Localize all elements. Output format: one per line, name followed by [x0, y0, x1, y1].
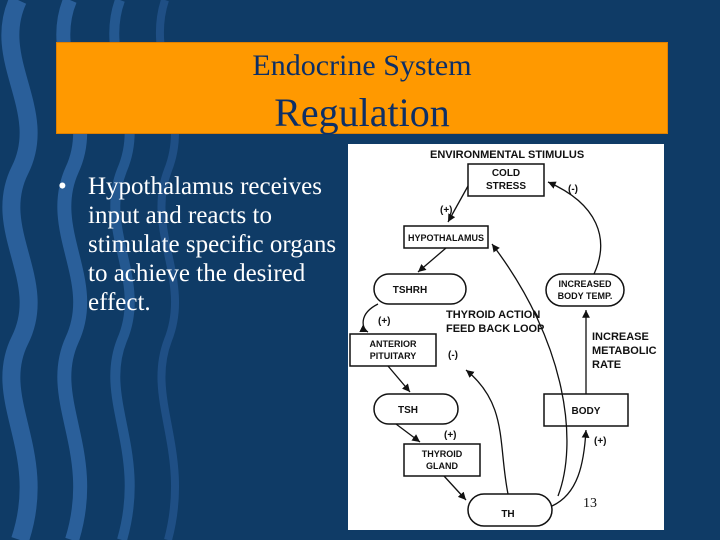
- bullet-text: Hypothalamus receives input and reacts t…: [88, 173, 337, 316]
- th-label: TH: [501, 509, 514, 520]
- arrow-th-to-body: [551, 429, 590, 507]
- anterior-pituitary-box: [349, 333, 437, 367]
- arrow-th-to-pituitary: [465, 369, 509, 495]
- thyroid-gland-label-2: GLAND: [426, 461, 458, 471]
- anterior-pituitary-label-2: PITUITARY: [370, 351, 417, 361]
- body-temp-label-2: BODY TEMP.: [558, 291, 613, 301]
- metabolic-rate-label-1: INCREASE: [592, 331, 649, 343]
- body-temp-label-1: INCREASED: [558, 279, 612, 289]
- plus-sign-tsh: (+): [444, 430, 457, 441]
- tshrh-label: TSHRH: [393, 285, 427, 296]
- diagram-header: ENVIRONMENTAL STIMULUS: [430, 149, 584, 161]
- thyroid-feedback-diagram: ENVIRONMENTAL STIMULUS COLD STRESS (-) (…: [348, 144, 664, 530]
- body-label: BODY: [572, 406, 601, 417]
- arrow-cold-to-hypothalamus: [447, 185, 469, 223]
- thyroid-gland-box: [403, 443, 481, 477]
- arrow-pituitary-to-tsh: [387, 365, 411, 393]
- th-node: [467, 493, 553, 527]
- metabolic-rate-label-2: METABOLIC: [592, 345, 657, 357]
- plus-sign-body: (+): [594, 436, 607, 447]
- arrow-tshrh-to-pituitary: [359, 303, 379, 333]
- slide-subtitle: Regulation: [274, 90, 450, 135]
- feedback-loop-label-1: THYROID ACTION: [446, 309, 540, 321]
- arrow-thyroid-to-th: [443, 475, 467, 501]
- plus-sign-pituitary: (+): [378, 316, 391, 327]
- tshrh-node: [373, 273, 467, 305]
- tsh-label: TSH: [398, 405, 418, 416]
- feedback-loop-label-2: FEED BACK LOOP: [446, 323, 544, 335]
- arrow-th-to-hypothalamus: [491, 243, 568, 497]
- diagram-arrows: [359, 181, 602, 507]
- tsh-node: [373, 393, 459, 425]
- arrow-temp-to-cold: [547, 181, 602, 275]
- body-temp-node: [545, 273, 625, 307]
- page-number: 13: [583, 496, 597, 511]
- body-box: [543, 393, 629, 427]
- bullet-symbol: •: [58, 173, 67, 200]
- arrow-tsh-to-thyroid: [395, 423, 421, 443]
- minus-sign-pituitary: (-): [448, 350, 458, 361]
- slide-title: Endocrine System: [252, 49, 472, 82]
- minus-sign-top: (-): [568, 184, 578, 195]
- cold-stress-label-1: COLD: [492, 168, 520, 179]
- plus-sign-hypothalamus: (+): [440, 205, 453, 216]
- title-banner: Endocrine System Regulation: [56, 42, 668, 135]
- arrow-hypothalamus-to-tshrh: [417, 247, 447, 273]
- cold-stress-box: [467, 163, 545, 197]
- anterior-pituitary-label-1: ANTERIOR: [370, 339, 418, 349]
- hypothalamus-label: HYPOTHALAMUS: [408, 233, 484, 243]
- cold-stress-label-2: STRESS: [486, 181, 526, 192]
- metabolic-rate-label-3: RATE: [592, 359, 621, 371]
- thyroid-gland-label-1: THYROID: [422, 449, 463, 459]
